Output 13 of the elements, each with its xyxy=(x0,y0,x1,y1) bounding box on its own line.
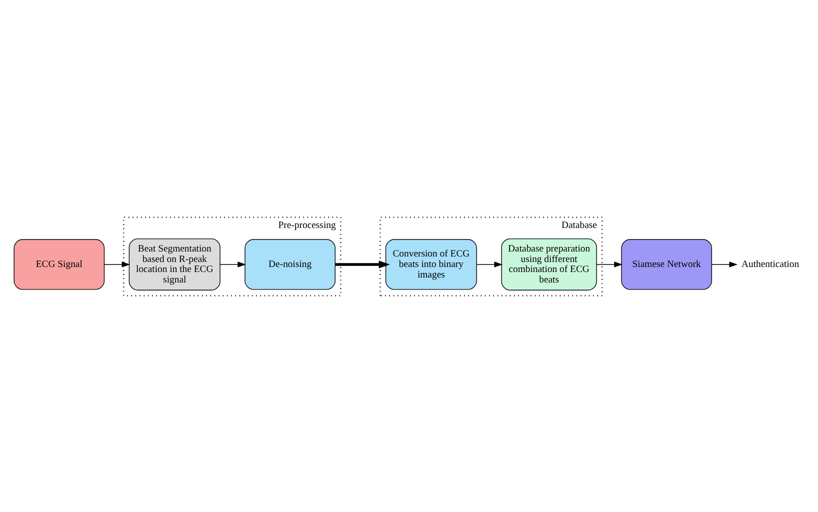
node-box: Beat Segmentation based on R-peak location in the ECG signal xyxy=(128,238,220,290)
arrow xyxy=(476,261,503,267)
arrow xyxy=(335,260,390,268)
node-box: Conversion of ECG beats into binary images xyxy=(385,238,477,290)
node-box: Database preparation using different combination of ECG beats xyxy=(501,238,597,290)
arrow xyxy=(104,261,130,267)
arrow xyxy=(220,261,246,267)
node-text: Authentication xyxy=(741,258,800,270)
arrow xyxy=(712,261,738,267)
node-box: De-noising xyxy=(244,238,336,290)
node-box: Siamese Network xyxy=(621,238,712,290)
node-box: ECG Signal xyxy=(14,238,105,290)
arrow xyxy=(596,261,623,267)
